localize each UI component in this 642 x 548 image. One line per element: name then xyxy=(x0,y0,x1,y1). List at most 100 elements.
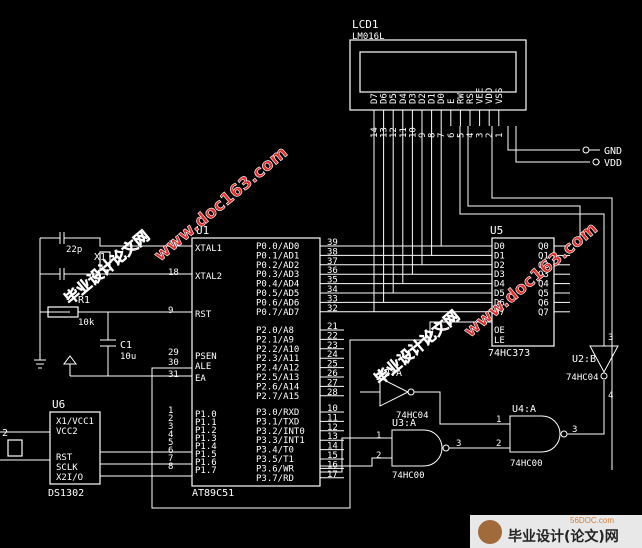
lcd-pin-num-0: 14 xyxy=(370,127,380,138)
mcu-left-pin-name-12: P1.6 xyxy=(195,458,217,468)
mcu-left-pin-name-13: P1.7 xyxy=(195,466,217,476)
rtc-body xyxy=(49,411,101,485)
mcu-right-pin-num-13: 26 xyxy=(327,369,338,379)
mcu-right-pin-num-8: 21 xyxy=(327,322,338,332)
lcd-part: LM016L xyxy=(352,32,385,42)
mcu-left-pin-name-8: P1.2 xyxy=(195,426,217,436)
latch-q-pin-5: Q5 xyxy=(538,289,549,299)
mcu-right-pin-name-17: P3.1/TXD xyxy=(256,417,299,427)
mcu-right-pin-name-8: P2.0/A8 xyxy=(256,326,294,336)
mcu-right-pin-name-12: P2.4/A12 xyxy=(256,364,299,374)
latch-q-pin-3: Q3 xyxy=(538,270,549,280)
mcu-right-pin-num-14: 27 xyxy=(327,378,338,388)
mcu-right-pin-num-0: 39 xyxy=(327,238,338,248)
mcu-right-pin-name-14: P2.6/A14 xyxy=(256,382,299,392)
u4a-part: 74HC00 xyxy=(510,459,543,469)
mcu-right-pin-name-0: P0.0/AD0 xyxy=(256,242,299,252)
oscillator-circuit: 22p X1 R1 10k C1 10u xyxy=(34,232,192,377)
mcu-right-pin-name-3: P0.3/AD3 xyxy=(256,270,299,280)
lcd-screen xyxy=(359,51,517,93)
latch-d-pin-3: D3 xyxy=(494,270,505,280)
footer-logo: 56DOC.com 毕业设计(论文)网 xyxy=(470,515,642,548)
lcd-pin-num-2: 12 xyxy=(389,127,399,138)
crystal-x1 xyxy=(99,251,111,271)
u4a-pin3: 3 xyxy=(572,425,577,435)
mcu-left-pin-name-2: RST xyxy=(195,310,212,320)
mcu-right-pin-name-16: P3.0/RXD xyxy=(256,408,299,418)
lcd-pin-num-1: 13 xyxy=(380,127,390,138)
u3a-pin3: 3 xyxy=(456,439,461,449)
data-bus xyxy=(344,126,492,313)
lcd-pin-name-4: D3 xyxy=(408,93,418,104)
mcu-right-pin-num-21: 15 xyxy=(327,451,338,461)
latch-ref: U5 xyxy=(490,224,503,237)
rtc-pin-0: X1/VCC1 xyxy=(56,417,94,427)
lcd-pin-name-1: D6 xyxy=(380,93,390,104)
footer-title: 毕业设计(论文)网 xyxy=(508,528,619,545)
mcu-left-pin-name-7: P1.1 xyxy=(195,418,217,428)
cap-22p-label: 22p xyxy=(66,245,82,255)
latch-d-pin-6: D6 xyxy=(494,298,505,308)
lcd-pin-name-3: D4 xyxy=(399,93,409,104)
latch-d-pin-0: D0 xyxy=(494,242,505,252)
lcd-pin-num-9: 5 xyxy=(456,133,466,138)
footer-logo-icon xyxy=(478,520,502,544)
mcu-body xyxy=(191,237,321,487)
latch-q-pin-6: Q6 xyxy=(538,298,549,308)
u3a-pin2: 2 xyxy=(376,451,381,461)
lcd-pin-name-7: D0 xyxy=(437,93,447,104)
mcu-right-pin-name-7: P0.7/AD7 xyxy=(256,308,299,318)
mcu-right-pin-num-4: 35 xyxy=(327,276,338,286)
mcu-right-pin-name-23: P3.7/RD xyxy=(256,474,294,484)
mcu-left-pin-num-7: 2 xyxy=(168,414,173,424)
latch-q-pin-7: Q7 xyxy=(538,308,549,318)
latch-d-pin-4: D4 xyxy=(494,280,505,290)
latch-d-pin-1: D1 xyxy=(494,251,505,261)
mcu-right-pin-num-2: 37 xyxy=(327,257,338,267)
mcu-left-pin-num-9: 4 xyxy=(168,430,173,440)
latch-q-pin-1: Q1 xyxy=(538,251,549,261)
mcu-left-pin-name-5: EA xyxy=(195,374,206,384)
latch-q-pin-4: Q4 xyxy=(538,280,549,290)
mcu-left-pin-name-0: XTAL1 xyxy=(195,244,222,254)
mcu-right-pin-name-1: P0.1/AD1 xyxy=(256,251,299,261)
c1-value: 10u xyxy=(120,352,136,362)
logic-gates: U2:A 74HC04 U3:A 74HC00 1 2 3 U4:A 74HC0… xyxy=(320,126,619,481)
mcu-right-pin-num-7: 32 xyxy=(327,304,338,314)
lcd-pin-name-12: VDD xyxy=(485,88,495,104)
latch-le: LE xyxy=(494,336,505,346)
lcd-pin-group: D714D613D512D411D310D29D18D07E6RW5RS4VEE… xyxy=(370,88,505,138)
mcu-left-pin-name-9: P1.3 xyxy=(195,434,217,444)
r1-label: R1 xyxy=(78,295,90,306)
lcd-module: LCD1 LM016L D714D613D512D411D310D29D18D0… xyxy=(349,18,527,138)
mcu-left-pin-name-6: P1.0 xyxy=(195,410,217,420)
latch-q-pin-2: Q2 xyxy=(538,261,549,271)
mcu-left-pin-num-4: 30 xyxy=(168,358,179,368)
mcu-left-pins: XTAL119XTAL218RST9PSEN29ALE30EA31P1.01P1… xyxy=(168,240,222,476)
u2b-part: 74HC04 xyxy=(566,373,599,383)
latch-body xyxy=(491,237,555,347)
mcu-right-pin-num-1: 38 xyxy=(327,247,338,257)
mcu-right-pin-num-16: 10 xyxy=(327,404,338,414)
lcd-pin-num-3: 11 xyxy=(399,127,409,138)
lcd-body xyxy=(349,39,527,111)
lcd-pin-num-7: 7 xyxy=(437,133,447,138)
lcd-pin-num-11: 3 xyxy=(476,133,486,138)
mcu-right-pin-num-11: 24 xyxy=(327,350,338,360)
mcu-right-pin-num-23: 17 xyxy=(327,470,338,480)
lcd-pin-name-2: D5 xyxy=(389,93,399,104)
lcd-pin-num-13: 1 xyxy=(495,133,505,138)
mcu-left-pin-name-10: P1.4 xyxy=(195,442,217,452)
mcu-left-pin-num-10: 5 xyxy=(168,438,173,448)
lcd-pin-name-9: RW xyxy=(456,93,466,104)
u3a-part: 74HC00 xyxy=(392,471,425,481)
u2a-part: 74HC04 xyxy=(396,411,429,421)
u3a-ref: U3:A xyxy=(392,418,416,429)
lcd-pin-num-8: 6 xyxy=(447,133,457,138)
mcu-right-pin-name-9: P2.1/A9 xyxy=(256,335,294,345)
